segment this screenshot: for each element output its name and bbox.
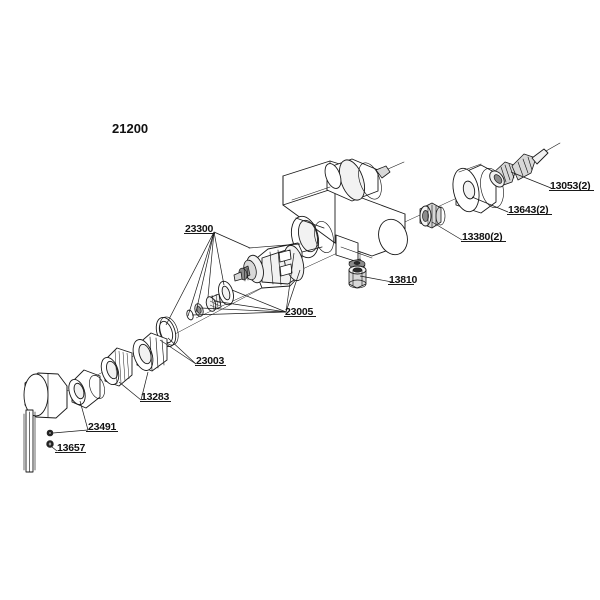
thermostat-head-housing [324,158,405,202]
part-label-13053: 13053(2) [550,180,591,192]
lever-handle [23,372,68,473]
filter-screen-23005 [205,293,222,312]
leader-23005 [191,252,316,318]
part-label-13810: 13810 [389,274,418,286]
leader-13053 [510,171,594,192]
knurled-ring-13283 [100,347,133,387]
part-23005-filter-washers [186,280,234,321]
part-13053-eccentric-nipple [489,142,561,188]
screw-13657-head [46,440,54,448]
leader-23300 [165,231,251,326]
part-label-23003: 23003 [196,355,225,367]
part-13283-collar-assembly [68,332,168,409]
leader-13283 [118,371,171,403]
body-cartridge-socket [290,215,334,259]
part-13380-wall-union [419,202,446,229]
leader-13380 [431,221,506,243]
leader-13643 [471,196,552,216]
part-label-13657: 13657 [57,442,86,454]
part-label-23005: 23005 [285,306,314,318]
leader-23003 [159,337,226,367]
leader-13810 [359,275,414,286]
part-label-13283: 13283 [141,391,170,403]
screw-23491-head [46,429,54,437]
handle-sleeve [68,369,105,409]
leader-13657 [51,446,86,454]
part-23300-cartridge [233,242,305,289]
mixer-body-main [282,158,408,263]
leader-23491 [52,400,118,434]
leader-lines [51,171,594,454]
part-label-13380: 13380(2) [462,231,503,243]
part-label-23300: 23300 [185,223,214,235]
part-label-13643: 13643(2) [508,204,549,216]
part-13810-outlet-fitting [348,258,367,289]
diagram-title-label: 21200 [112,121,149,136]
part-label-23491: 23491 [88,421,117,433]
part-13643-escutcheon-flange [452,163,504,214]
